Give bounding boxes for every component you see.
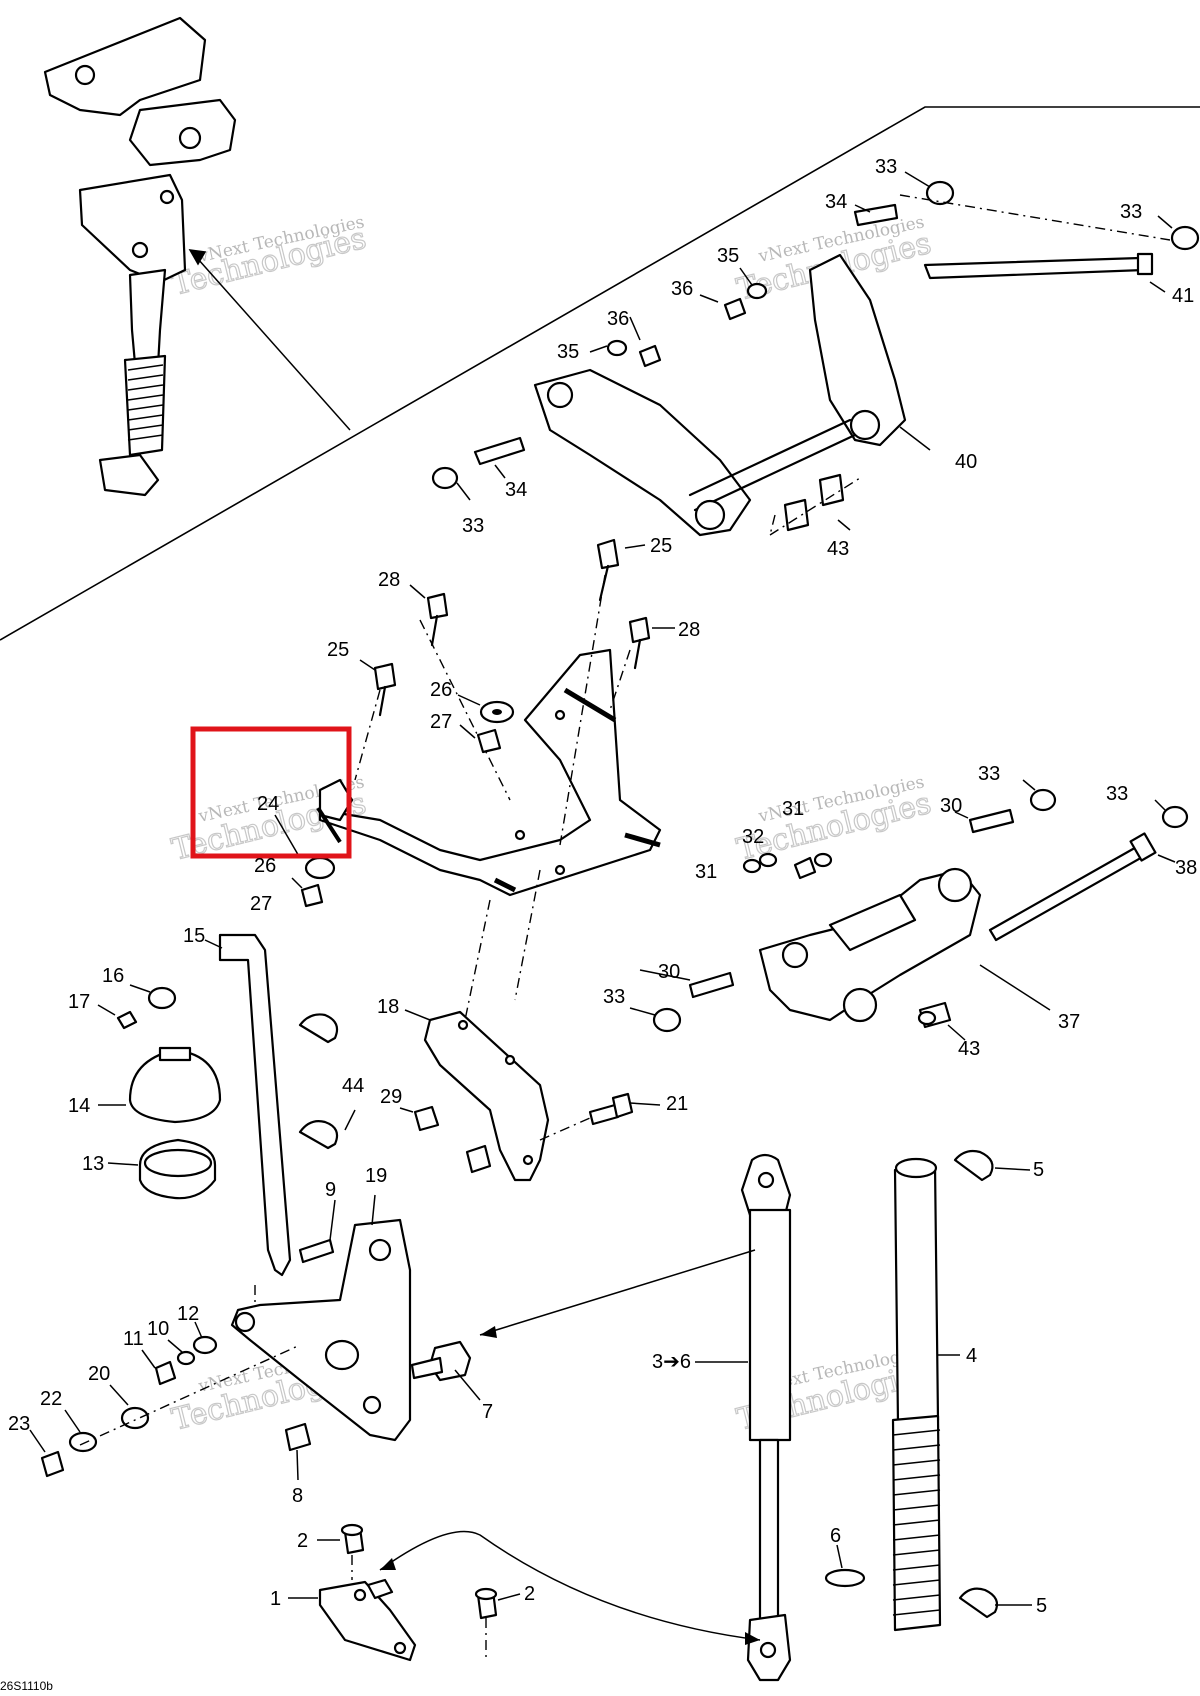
callout-28: 28 <box>378 569 400 591</box>
leader-line <box>479 1249 756 1336</box>
callout-21: 21 <box>666 1093 688 1115</box>
callout-27: 27 <box>430 711 452 733</box>
callout-33: 33 <box>603 986 625 1008</box>
upper-rear-arm <box>431 180 1200 537</box>
callout-5: 5 <box>1036 1595 1047 1617</box>
callout-27: 27 <box>250 893 272 915</box>
callout-7: 7 <box>482 1401 493 1423</box>
callout-20: 20 <box>88 1363 110 1385</box>
callout-2: 2 <box>297 1530 308 1552</box>
callout-18: 18 <box>377 996 399 1018</box>
callout-40: 40 <box>955 451 977 473</box>
callout-9: 9 <box>325 1179 336 1201</box>
callout-25: 25 <box>650 535 672 557</box>
callout-19: 19 <box>365 1165 387 1187</box>
callout-43: 43 <box>827 538 849 560</box>
callout-10: 10 <box>147 1318 169 1340</box>
callout-38: 38 <box>1175 857 1197 879</box>
callout-30: 30 <box>940 795 962 817</box>
callout-43: 43 <box>958 1038 980 1060</box>
callout-22: 22 <box>40 1388 62 1410</box>
callout-15: 15 <box>183 925 205 947</box>
callout-36: 36 <box>607 308 629 330</box>
callout-labels: 33 34 33 35 36 41 36 35 40 34 33 43 25 2… <box>8 156 1197 1617</box>
callout-17: 17 <box>68 991 90 1013</box>
callout-33: 33 <box>978 763 1000 785</box>
callout-34: 34 <box>505 479 527 501</box>
callout-28: 28 <box>678 619 700 641</box>
callout-41: 41 <box>1172 285 1194 307</box>
callout-35: 35 <box>557 341 579 363</box>
callout-leaders <box>29 171 1176 1606</box>
callout-26: 26 <box>254 855 276 877</box>
left-linkage-parts <box>116 933 339 1277</box>
callout-8: 8 <box>292 1485 303 1507</box>
shock-absorbers <box>379 1149 999 1682</box>
inset-frame-line <box>0 106 1200 641</box>
callout-2: 2 <box>524 1583 535 1605</box>
leader-line <box>379 1530 761 1641</box>
callout-33: 33 <box>462 515 484 537</box>
leader-line <box>189 249 351 431</box>
callout-31: 31 <box>782 798 804 820</box>
drawing-code: 26S1110b <box>0 1679 53 1693</box>
callout-26: 26 <box>430 679 452 701</box>
callout-44: 44 <box>342 1075 364 1097</box>
callout-16: 16 <box>102 965 124 987</box>
callout-11: 11 <box>123 1328 144 1350</box>
overview-suspension-assembly <box>43 16 351 497</box>
callout-31: 31 <box>695 861 717 883</box>
callout-23: 23 <box>8 1413 30 1435</box>
bracket-hardware <box>300 538 651 908</box>
callout-5: 5 <box>1033 1159 1044 1181</box>
callout-29: 29 <box>380 1086 402 1108</box>
callout-13: 13 <box>82 1153 104 1175</box>
callout-25: 25 <box>327 639 349 661</box>
callout-1: 1 <box>270 1588 281 1610</box>
callout-12: 12 <box>177 1303 199 1325</box>
callout-4: 4 <box>966 1345 977 1367</box>
callout-36: 36 <box>671 278 693 300</box>
callout-6: 6 <box>830 1525 841 1547</box>
callout-33: 33 <box>875 156 897 178</box>
highlight-box <box>190 726 352 859</box>
lower-lever-19 <box>40 1218 472 1478</box>
bottom-mount-parts <box>318 1523 498 1662</box>
callout-32: 32 <box>742 826 764 848</box>
callout-33: 33 <box>1106 783 1128 805</box>
callout-30: 30 <box>658 961 680 983</box>
callout-14: 14 <box>68 1095 90 1117</box>
callout-34: 34 <box>825 191 847 213</box>
lower-rear-arm <box>652 788 1189 1033</box>
callout-3-to-6: 3➔6 <box>652 1351 691 1373</box>
callout-33: 33 <box>1120 201 1142 223</box>
mount-bracket-18 <box>413 1010 634 1182</box>
callout-35: 35 <box>717 245 739 267</box>
callout-24: 24 <box>257 793 279 815</box>
callout-37: 37 <box>1058 1011 1080 1033</box>
frame-bracket <box>316 574 662 1021</box>
